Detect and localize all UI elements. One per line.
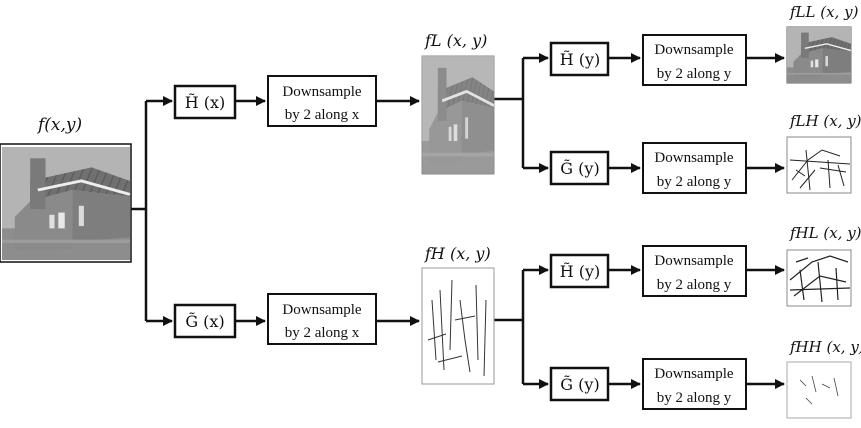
- downsample-along-x: by 2 along x: [285, 325, 360, 341]
- downsample-word: Downsample: [654, 42, 733, 58]
- ll-output-label: fLL (x, y): [789, 3, 859, 21]
- ll-output-image: [786, 26, 852, 84]
- downsample-along-x: by 2 along x: [285, 107, 360, 123]
- g-x-filter-box: G̃ (x): [173, 303, 237, 339]
- downsample-x-box-top: Downsample by 2 along x: [267, 75, 377, 127]
- downsample-word: Downsample: [282, 302, 361, 318]
- h-y-filter-label: H̃ (y): [560, 262, 601, 281]
- h-y-filter-box-top: H̃ (y): [549, 41, 610, 77]
- downsample-word: Downsample: [282, 84, 361, 100]
- downsample-along-y: by 2 along y: [657, 277, 732, 293]
- g-y-filter-label: G̃ (y): [560, 159, 599, 178]
- g-x-filter-label: G̃ (x): [185, 312, 224, 331]
- downsample-word: Downsample: [654, 150, 733, 166]
- high-intermediate-image: [421, 267, 495, 385]
- hl-output-label: fHL (x, y): [789, 224, 861, 242]
- connection-lines: [131, 53, 785, 389]
- high-intermediate-label: fH (x, y): [424, 244, 491, 263]
- hh-output-image: [786, 361, 852, 419]
- hl-output-image: [786, 249, 852, 307]
- downsample-y-box-1: Downsample by 2 along y: [642, 34, 747, 86]
- h-x-filter-box: H̃ (x): [173, 84, 237, 120]
- g-y-filter-box-top: G̃ (y): [549, 150, 610, 186]
- downsample-x-box-bottom: Downsample by 2 along x: [267, 293, 377, 345]
- g-y-filter-box-bottom: G̃ (y): [549, 366, 610, 402]
- hh-output-label: fHH (x, y): [789, 338, 861, 356]
- low-intermediate-label: fL (x, y): [424, 31, 487, 50]
- low-intermediate-image: [420, 54, 496, 176]
- input-image: [0, 143, 132, 263]
- downsample-along-y: by 2 along y: [657, 390, 732, 406]
- downsample-along-y: by 2 along y: [657, 174, 732, 190]
- downsample-word: Downsample: [654, 366, 733, 382]
- h-y-filter-box-bottom: H̃ (y): [549, 253, 610, 289]
- downsample-y-box-2: Downsample by 2 along y: [642, 142, 747, 194]
- downsample-y-box-4: Downsample by 2 along y: [642, 358, 747, 410]
- input-label: f(x,y): [36, 115, 82, 135]
- h-x-filter-label: H̃ (x): [185, 93, 226, 112]
- lh-output-label: fLH (x, y): [789, 112, 861, 130]
- downsample-y-box-3: Downsample by 2 along y: [642, 245, 747, 297]
- downsample-along-y: by 2 along y: [657, 66, 732, 82]
- downsample-word: Downsample: [654, 253, 733, 269]
- lh-output-image: [786, 136, 852, 194]
- h-y-filter-label: H̃ (y): [560, 50, 601, 69]
- g-y-filter-label: G̃ (y): [560, 375, 599, 394]
